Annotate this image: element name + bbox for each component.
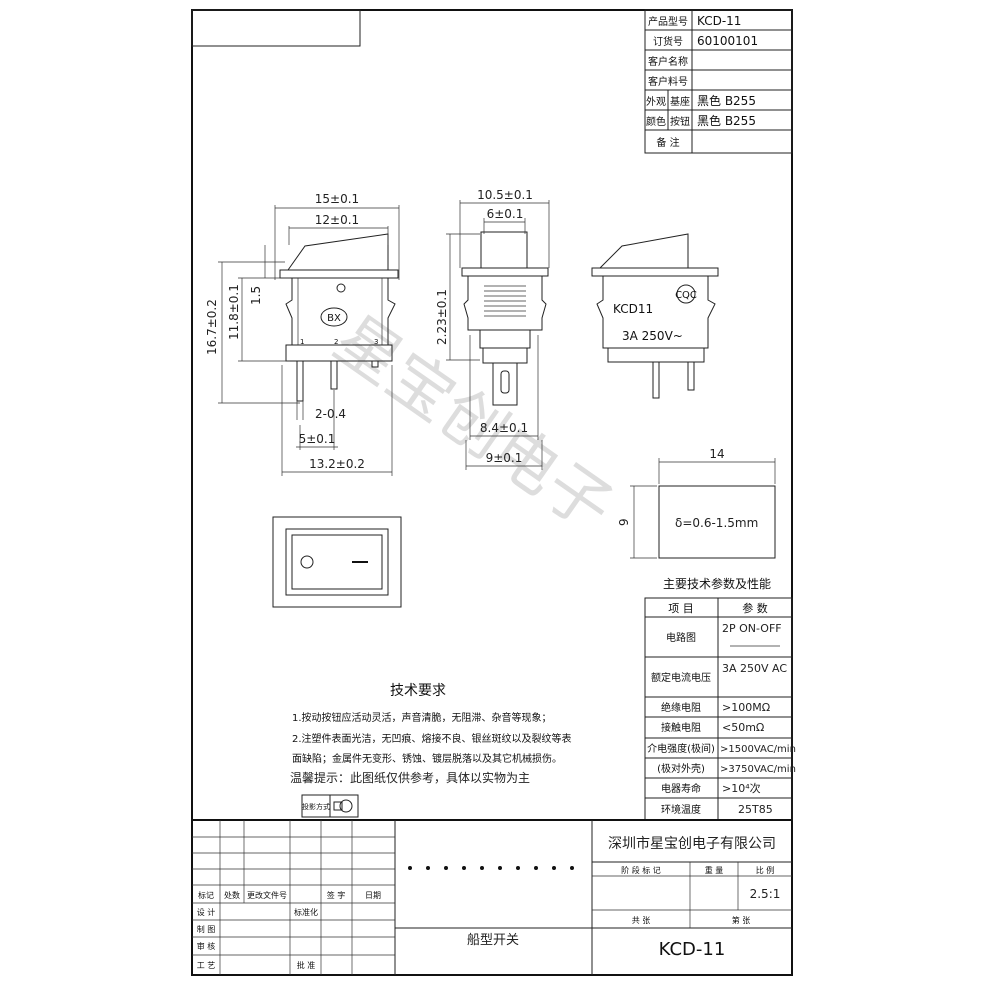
spec-value: 2P ON-OFF: [722, 622, 782, 635]
front-view: BX 1 2 3 15±0.1 12±0.1 16.7±0.2 11.8±0.1…: [205, 192, 400, 476]
info-sublabel: 按钮: [670, 115, 690, 128]
dim-text: 12±0.1: [315, 213, 359, 227]
tech-title: 技术要求: [390, 683, 446, 699]
tb-approve: 批 准: [297, 960, 316, 970]
spec-item: 额定电流电压: [651, 671, 711, 684]
tb-scale-label: 比 例: [756, 865, 775, 875]
tech-line: 1.按动按钮应活动灵活，声音清脆，无阻滞、杂音等现象；: [292, 711, 552, 724]
dim-text: 2-0.4: [315, 407, 346, 421]
dim-text: 14: [709, 447, 724, 461]
rear-view: CQC KCD11 3A 250V~: [591, 233, 719, 399]
spec-header: 项 目: [668, 602, 694, 615]
dim-text: 10.5±0.1: [477, 188, 533, 202]
info-label: 客户料号: [648, 75, 688, 88]
info-table: 产品型号 KCD-11 订货号 60100101 客户名称 客户料号 外观 基座…: [644, 9, 793, 154]
spec-item: 介电强度(极间): [647, 742, 715, 755]
dim-text: 6±0.1: [487, 207, 524, 221]
spec-value: >1500VAC/min: [720, 744, 796, 755]
tb-std: 标准化: [294, 907, 318, 917]
spec-value: 3A 250V AC: [722, 662, 787, 675]
dim-text: 16.7±0.2: [205, 299, 219, 355]
info-label: 颜色: [646, 115, 666, 128]
watermark: 星宝创电子: [321, 302, 626, 546]
info-value: 60100101: [697, 34, 758, 48]
tb-weight: 重 量: [705, 865, 724, 875]
spec-item: 环境温度: [661, 803, 701, 816]
product-name: 船型开关: [467, 933, 519, 948]
cert-mark: CQC: [675, 290, 697, 301]
dim-text: 15±0.1: [315, 192, 359, 206]
tech-line: 面缺陷；金属件无变形、锈蚀、镀层脱落以及其它机械损伤。: [292, 752, 562, 765]
sheet-border: [191, 9, 793, 976]
tb-sheet: 第 张: [732, 915, 751, 925]
tb-stage: 阶 段 标 记: [621, 865, 661, 875]
spec-item: (极对外壳): [657, 762, 705, 775]
tb-label: 更改文件号: [247, 890, 287, 900]
panel-cutout: δ=0.6-1.5mm 14 9: [617, 447, 776, 559]
tb-sheets: 共 张: [632, 916, 651, 925]
cutout-thickness: δ=0.6-1.5mm: [675, 516, 758, 530]
spec-value: >3750VAC/min: [720, 764, 796, 775]
dim-text: 2.23±0.1: [435, 289, 449, 345]
tb-label: 日期: [365, 891, 381, 900]
title-block: 标记 处数 更改文件号 签 字 日期 设 计 制 图 审 核 工 艺 标准化 批…: [192, 819, 792, 975]
spec-value: <50mΩ: [722, 721, 764, 734]
tech-requirements: 技术要求 1.按动按钮应活动灵活，声音清脆，无阻滞、杂音等现象； 2.注塑件表面…: [290, 683, 572, 818]
tb-scale: 2.5:1: [750, 887, 781, 901]
dim-text: 13.2±0.2: [309, 457, 365, 471]
info-label: 订货号: [653, 35, 683, 48]
tech-line: 2.注塑件表面光洁，无凹痕、熔接不良、银丝斑纹以及裂纹等表: [292, 732, 572, 745]
info-value: 黑色 B255: [697, 114, 756, 128]
pin-label: 3: [374, 338, 378, 346]
drawing-number: KCD-11: [659, 939, 726, 960]
spec-item: 电器寿命: [661, 782, 701, 795]
tb-label: 签 字: [327, 890, 346, 900]
spec-header: 参 数: [742, 601, 768, 615]
tech-note: 温馨提示：此图纸仅供参考，具体以实物为主: [290, 770, 530, 785]
pin-label: 2: [334, 338, 338, 346]
rating-mark: 3A 250V~: [622, 329, 683, 343]
dim-text: 1.5: [249, 286, 263, 305]
info-value: 黑色 B255: [697, 94, 756, 108]
pin-label: 1: [300, 338, 304, 346]
bx-mark: BX: [327, 313, 341, 324]
spec-item: 接触电阻: [661, 721, 701, 734]
projection-label: 投影方式: [302, 802, 330, 811]
dim-text: 9: [617, 518, 631, 526]
model-mark: KCD11: [613, 302, 653, 316]
info-sublabel: 基座: [670, 95, 690, 108]
info-label: 客户名称: [648, 55, 688, 68]
info-label: 外观: [646, 96, 666, 108]
company-name: 深圳市星宝创电子有限公司: [608, 835, 776, 852]
dim-text: 9±0.1: [486, 451, 523, 465]
side-view: 10.5±0.1 6±0.1 2.23±0.1 8.4±0.1 9±0.1: [435, 188, 550, 470]
spec-table: 主要技术参数及性能 项 目 参 数 电路图 2P ON-OFF 额定电流电压 3…: [644, 576, 796, 821]
tb-role: 工 艺: [197, 961, 216, 970]
dim-text: 5±0.1: [299, 432, 336, 446]
tb-role: 设 计: [197, 907, 216, 917]
info-label: 备 注: [656, 136, 679, 149]
info-value: KCD-11: [697, 14, 741, 28]
tb-role: 审 核: [197, 941, 216, 951]
tb-role: 制 图: [197, 924, 216, 934]
dim-text: 11.8±0.1: [227, 284, 241, 340]
spec-title: 主要技术参数及性能: [663, 576, 771, 591]
spec-value: >10⁴次: [722, 781, 761, 795]
tb-label: 处数: [224, 890, 240, 900]
tb-label: 标记: [198, 890, 214, 900]
top-view: [272, 516, 402, 608]
corner-box: [191, 9, 361, 47]
spec-value: >100MΩ: [722, 701, 770, 714]
info-label: 产品型号: [648, 15, 688, 28]
spec-value: 25T85: [738, 803, 773, 816]
dim-text: 8.4±0.1: [480, 421, 528, 435]
spec-item: 电路图: [666, 631, 696, 644]
spec-item: 绝缘电阻: [661, 701, 701, 714]
